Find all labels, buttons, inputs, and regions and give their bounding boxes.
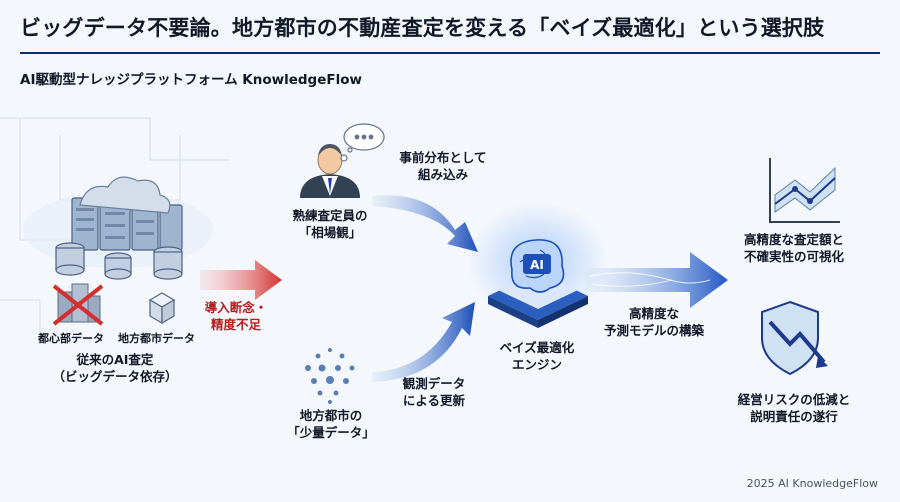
traditional-ai-line1: 従来のAI査定 xyxy=(76,352,154,367)
model-build-line1: 高精度な xyxy=(628,306,679,321)
regional-data-cube-icon xyxy=(148,292,176,325)
engine-line2: エンジン xyxy=(511,356,562,372)
update-line2: による更新 xyxy=(402,392,466,408)
page-title: ビッグデータ不要論。地方都市の不動産査定を変える「ベイズ最適化」という選択肢 xyxy=(20,16,825,40)
output-top-line1: 高精度な査定額と xyxy=(743,232,844,247)
prior-arrow-label: 事前分布として 組み込み xyxy=(388,150,498,184)
engine-line1: ベイズ最適化 xyxy=(499,340,575,355)
prior-line2: 組み込み xyxy=(417,166,468,182)
risk-shield-icon xyxy=(761,300,828,376)
expert-label: 熟練査定員の 「相場観」 xyxy=(278,208,382,242)
page-subtitle: AI駆動型ナレッジプラットフォーム KnowledgeFlow xyxy=(20,72,362,88)
output-bottom-label: 経営リスクの低減と 説明責任の遂行 xyxy=(726,392,862,426)
small-data-dots-icon xyxy=(305,348,355,404)
output-top-line2: 不確実性の可視化 xyxy=(743,248,844,264)
engine-chip-text: AI xyxy=(530,258,544,272)
barrier-line2: 精度不足 xyxy=(210,316,261,332)
expert-line2: 「相場観」 xyxy=(298,224,362,240)
small-data-line2: 「少量データ」 xyxy=(287,424,375,440)
small-data-label: 地方都市の 「少量データ」 xyxy=(276,408,386,442)
barrier-line1: 導入断念・ xyxy=(204,300,268,315)
barrier-label: 導入断念・ 精度不足 xyxy=(196,300,276,334)
bayes-engine-chip-icon xyxy=(468,202,608,328)
update-arrow-label: 観測データ による更新 xyxy=(384,376,484,410)
urban-buildings-crossed-icon xyxy=(52,283,104,326)
model-build-line2: 予測モデルの構築 xyxy=(603,322,704,338)
regional-data-label: 地方都市データ xyxy=(118,332,195,345)
thought-bubble-icon xyxy=(340,123,385,162)
uncertainty-chart-icon xyxy=(769,158,840,223)
output-top-label: 高精度な査定額と 不確実性の可視化 xyxy=(734,232,854,266)
title-divider xyxy=(20,52,880,54)
update-line1: 観測データ xyxy=(402,376,466,391)
expert-line1: 熟練査定員の xyxy=(292,208,368,223)
prior-arrow xyxy=(372,195,478,252)
update-arrow xyxy=(372,302,475,382)
engine-label: ベイズ最適化 エンジン xyxy=(482,340,592,374)
expert-person-icon xyxy=(300,144,360,198)
small-data-line1: 地方都市の xyxy=(299,408,363,423)
urban-data-label: 都心部データ xyxy=(38,332,104,345)
output-bottom-line2: 説明責任の遂行 xyxy=(750,408,838,424)
traditional-ai-caption: 従来のAI査定 （ビッグデータ依存） xyxy=(30,352,200,386)
traditional-ai-line2: （ビッグデータ依存） xyxy=(52,368,178,384)
output-bottom-line1: 経営リスクの低減と xyxy=(737,392,851,407)
footer-copyright: 2025 AI KnowledgeFlow xyxy=(746,477,878,490)
prior-line1: 事前分布として xyxy=(399,150,487,165)
model-build-label: 高精度な 予測モデルの構築 xyxy=(594,306,714,340)
barrier-arrow xyxy=(200,260,282,300)
big-data-server-icon xyxy=(23,176,213,280)
model-build-arrow xyxy=(585,252,728,308)
